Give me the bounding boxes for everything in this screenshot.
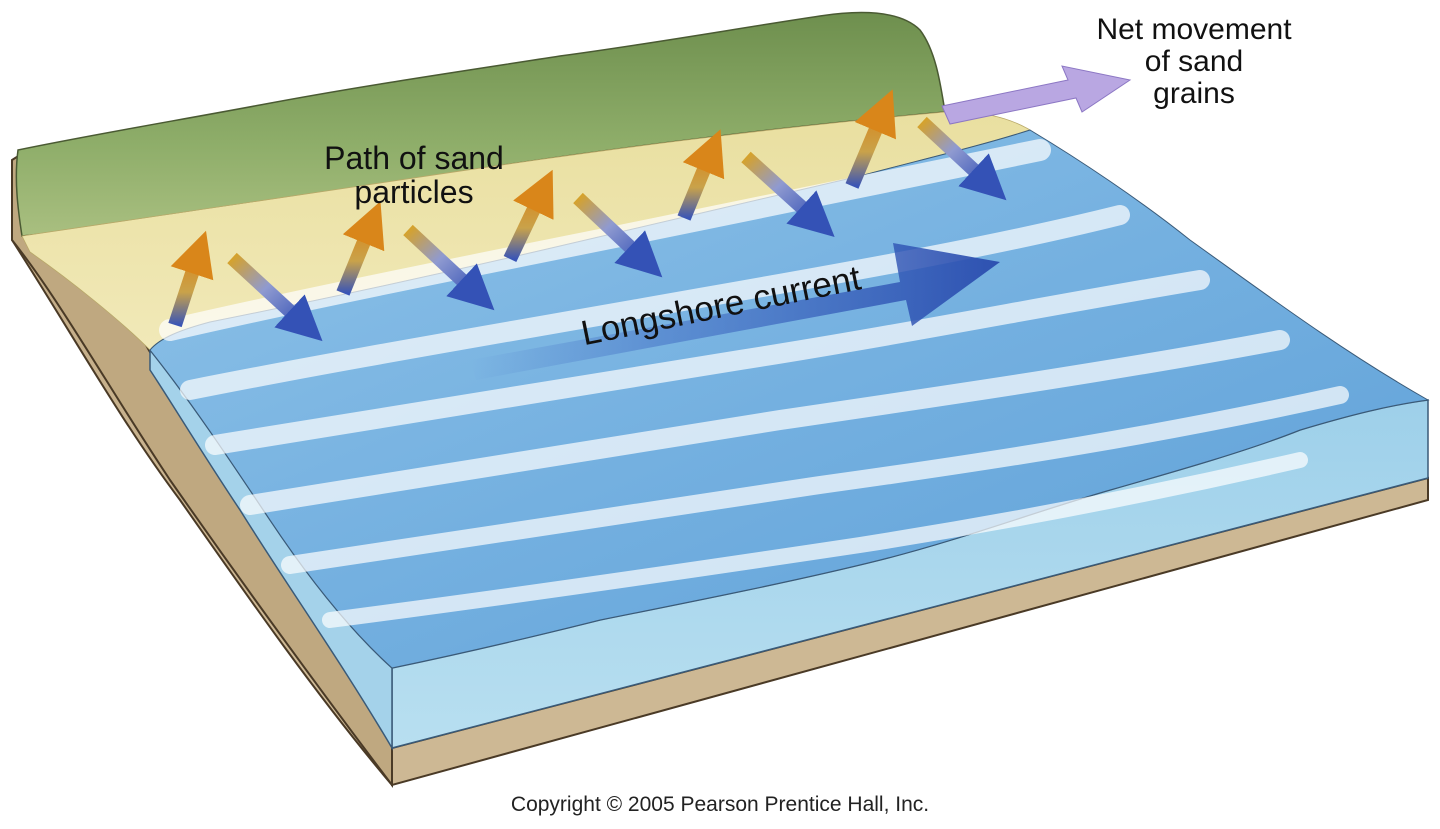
net-label-line: of sand [1144, 44, 1244, 78]
backwash-arrow [403, 224, 495, 311]
net-label-line: grains [1153, 76, 1235, 110]
swash-arrow [677, 129, 725, 221]
wave-band [322, 452, 1308, 628]
wave-band [281, 386, 1349, 574]
swash-arrow [168, 230, 214, 328]
swash-arrow [336, 201, 385, 296]
path-label-line: Path of sand [324, 140, 504, 176]
longshore-current-arrow [470, 243, 1000, 380]
net-label-line: Net movement [1096, 13, 1292, 46]
swash-arrow [845, 89, 896, 189]
wave-band [180, 205, 1130, 400]
backwash-arrow [917, 116, 1007, 201]
path-of-sand-particles-label: Path of sand particles [298, 140, 530, 210]
backwash-arrow [741, 151, 835, 238]
net-movement-label: Net movement of sand grains [1074, 14, 1314, 109]
wave-band [205, 270, 1210, 455]
copyright-notice: Copyright © 2005 Pearson Prentice Hall, … [510, 793, 930, 816]
path-label-line: particles [354, 173, 474, 210]
net-movement-arrow [941, 65, 1132, 125]
sand-particle-path [168, 89, 1007, 342]
backwash-arrow [227, 252, 323, 342]
swash-arrow [503, 169, 554, 263]
backwash-arrow [573, 192, 663, 278]
wave-band [240, 330, 1290, 515]
